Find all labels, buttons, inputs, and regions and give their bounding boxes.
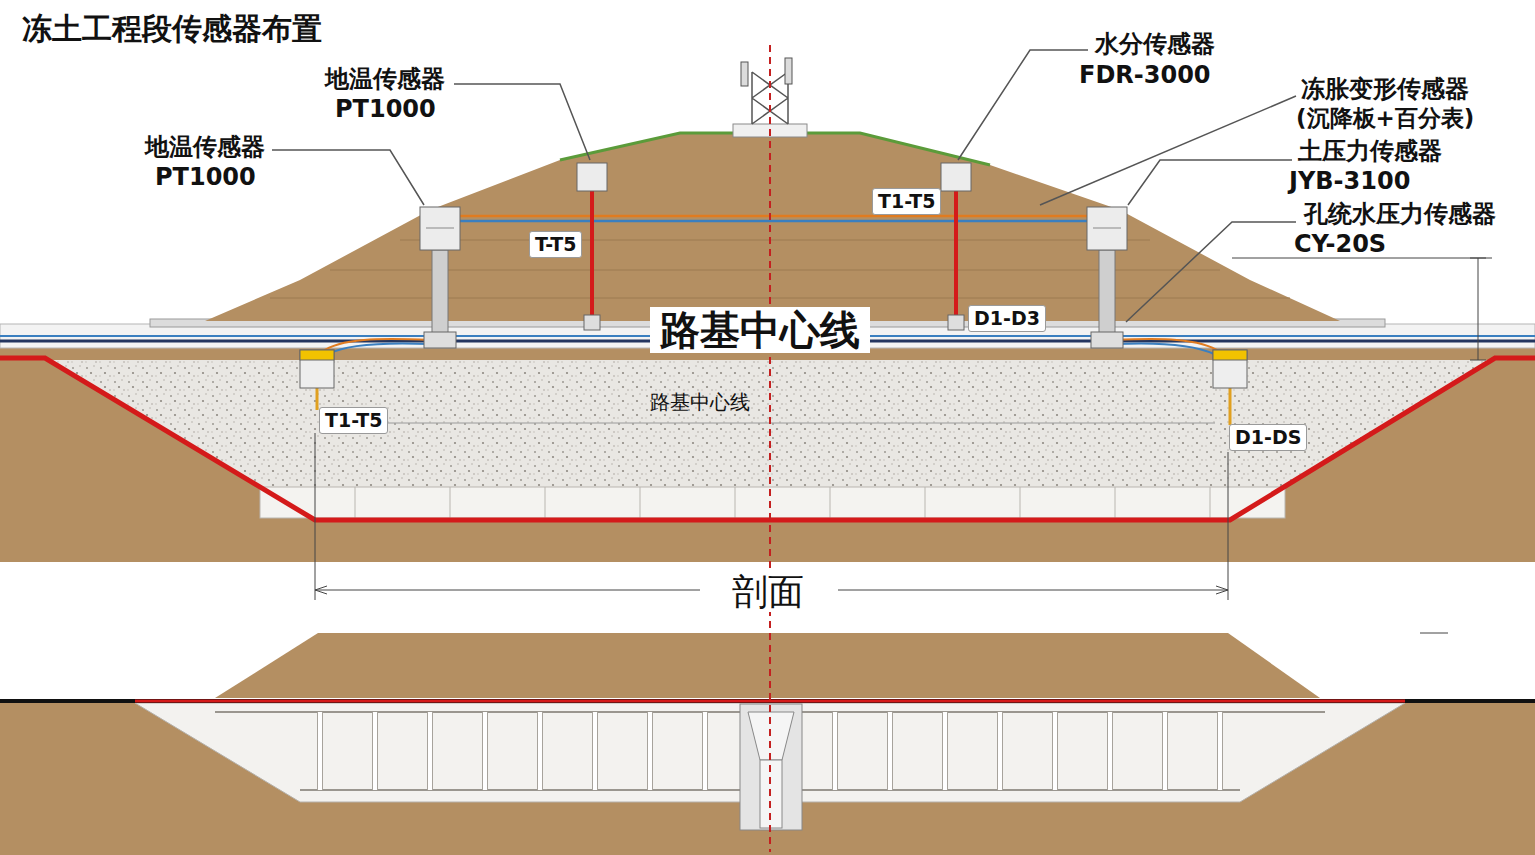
sensor-box [300, 163, 1247, 425]
section-label: 剖面 [722, 571, 814, 612]
sensor-box [300, 350, 334, 388]
lower-section [0, 700, 1535, 855]
embankment [150, 133, 1385, 327]
sensor-box [954, 191, 958, 316]
upper-ground [0, 347, 1535, 562]
embankment [560, 133, 990, 165]
model-number: PT1000 [155, 164, 256, 192]
upper-ground [260, 487, 1285, 518]
sensor-box [424, 332, 456, 348]
sensor-box [590, 191, 594, 316]
sensor-cables [460, 220, 1087, 223]
dimension-line [1232, 258, 1492, 360]
sensor-id-tag: D1-DS [1229, 424, 1307, 451]
sensor-id-tag: D1-D3 [968, 305, 1046, 332]
lower-section [0, 633, 1535, 855]
model-number: JYB-3100 [1289, 168, 1410, 196]
sensor-cables [460, 215, 1087, 218]
embankment [205, 133, 1340, 321]
model-number: FDR-3000 [1079, 62, 1211, 90]
model-number: PT1000 [335, 96, 436, 124]
sensor-box [1099, 250, 1115, 334]
sensor-callout: 孔统水压力传感器 [1304, 201, 1496, 229]
model-number: CY-20S [1294, 231, 1386, 259]
lower-section [215, 633, 1320, 698]
upper-ground [0, 358, 1535, 520]
sensor-box [1213, 350, 1247, 360]
sensor-id-tag: T1-T5 [319, 407, 388, 434]
leader-line [1040, 96, 1296, 205]
leader-line [272, 150, 424, 205]
lower-section [0, 699, 1535, 703]
sensor-box [420, 207, 460, 250]
sensor-callout: 地温传感器 [145, 134, 265, 162]
leader-line [454, 84, 590, 160]
sensor-id: T1-T5 [878, 190, 935, 212]
tower [741, 62, 748, 86]
leader-line [1128, 160, 1292, 205]
sensor-box [316, 388, 319, 410]
sensor-id: T1-T5 [325, 409, 382, 431]
sensor-box [426, 228, 454, 229]
sensor-cables [1115, 343, 1214, 354]
sensor-box [584, 315, 600, 330]
dimension-line [330, 423, 1215, 424]
sensor-callout-note: (沉降板+百分表) [1296, 105, 1474, 131]
centerline-label: 路基中心线 [650, 391, 750, 414]
sensor-box [432, 250, 448, 334]
sensor-callout: 地温传感器 [325, 66, 445, 94]
sensor-id-tag: T-T5 [529, 231, 582, 258]
upper-ground [0, 347, 1535, 562]
diagram-title: 冻土工程段传感器布置 [22, 12, 322, 47]
centerline-label: 路基中心线 [650, 307, 870, 353]
upper-ground [355, 487, 1210, 518]
sensor-callout: 水分传感器 [1095, 31, 1215, 59]
sensor-cables [328, 343, 430, 354]
sensor-id: D1-DS [1235, 426, 1301, 448]
sensor-box [1093, 228, 1121, 229]
leader-line [272, 50, 1296, 322]
tower [785, 58, 792, 84]
sensor-id-tag: T1-T5 [872, 188, 941, 215]
sensor-box [941, 163, 971, 191]
sensor-id: D1-D3 [974, 307, 1040, 329]
leader-line [958, 50, 1088, 160]
sensor-box [1091, 332, 1123, 348]
sensor-box [577, 163, 607, 191]
sensor-box [1087, 207, 1127, 250]
sensor-box [948, 315, 964, 330]
sensor-box [1213, 350, 1247, 388]
sensor-id: T-T5 [535, 233, 576, 255]
sensor-callout: 土压力传感器 [1298, 138, 1442, 166]
sensor-box [300, 350, 334, 360]
center-line [769, 45, 771, 852]
sensor-callout: 冻胀变形传感器 [1301, 76, 1469, 104]
leader-line [1126, 222, 1296, 322]
sensor-box [1229, 388, 1232, 425]
